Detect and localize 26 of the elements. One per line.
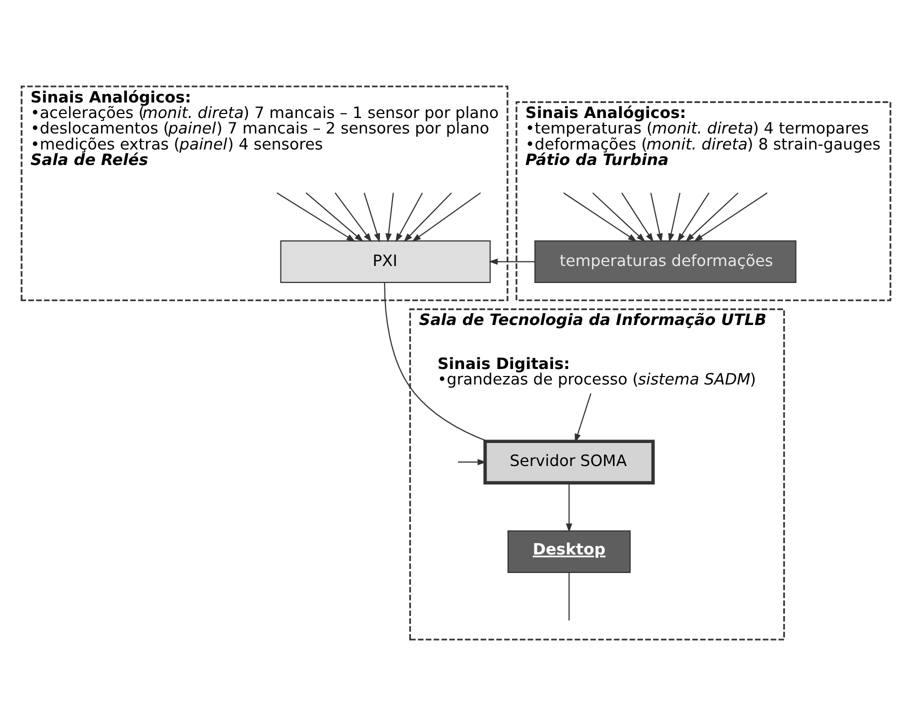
arrow: [404, 192, 452, 242]
arrow: [276, 192, 356, 242]
arrow: [395, 192, 423, 242]
arrow: [563, 192, 638, 242]
node-box: PXI: [280, 240, 491, 282]
node-box: temperaturas deformações: [534, 240, 796, 282]
arrow: [650, 192, 663, 242]
arrow: [306, 192, 364, 242]
arrow: [685, 192, 738, 242]
node-box: Servidor SOMA: [483, 439, 655, 484]
arrow: [668, 192, 680, 242]
arrow: [412, 192, 481, 242]
arrow: [621, 192, 654, 242]
arrow: [694, 192, 768, 242]
arrow: [364, 192, 380, 242]
arrow: [592, 192, 646, 242]
node-box: Desktop: [508, 530, 631, 572]
node-text: Sinais Digitais: •grandezas de processo (sistema SADM): [438, 353, 756, 388]
arrow: [488, 258, 535, 264]
connector: [384, 282, 488, 442]
arrow: [677, 192, 710, 242]
arrow: [334, 192, 372, 242]
connector: [568, 572, 570, 620]
arrow: [385, 192, 394, 242]
arrow: [566, 482, 572, 532]
arrow: [574, 392, 592, 442]
